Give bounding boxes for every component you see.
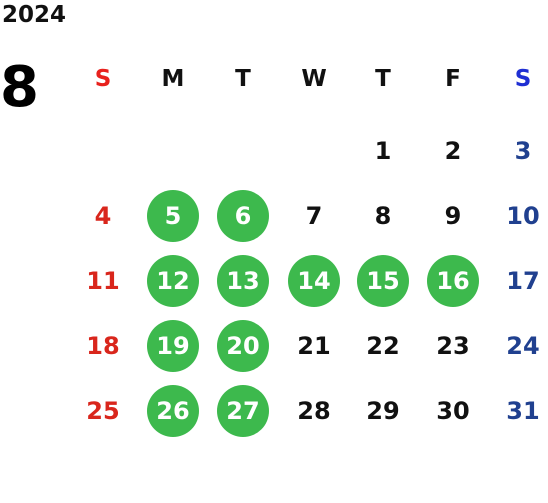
day-cell-9[interactable]: 9 (444, 202, 462, 230)
day-cell-23[interactable]: 23 (436, 332, 470, 360)
day-cell-24[interactable]: 24 (506, 332, 540, 360)
weekday-mon: M (161, 66, 185, 92)
day-cell-14[interactable]: 14 (288, 255, 340, 307)
weekday-fri: F (445, 66, 461, 92)
day-cell-12[interactable]: 12 (147, 255, 199, 307)
day-cell-8[interactable]: 8 (374, 202, 392, 230)
day-cell-26[interactable]: 26 (147, 385, 199, 437)
day-cell-1[interactable]: 1 (374, 137, 392, 165)
year-label: 2024 (2, 2, 67, 28)
day-cell-27[interactable]: 27 (217, 385, 269, 437)
day-cell-18[interactable]: 18 (86, 332, 120, 360)
day-cell-13[interactable]: 13 (217, 255, 269, 307)
day-cell-29[interactable]: 29 (366, 397, 400, 425)
day-cell-31[interactable]: 31 (506, 397, 540, 425)
weekday-thu: T (375, 66, 391, 92)
day-cell-30[interactable]: 30 (436, 397, 470, 425)
day-cell-15[interactable]: 15 (357, 255, 409, 307)
weekday-sun: S (94, 66, 112, 92)
weekday-wed: W (301, 66, 327, 92)
day-cell-28[interactable]: 28 (297, 397, 331, 425)
weekday-tue: T (235, 66, 251, 92)
day-cell-22[interactable]: 22 (366, 332, 400, 360)
day-cell-16[interactable]: 16 (427, 255, 479, 307)
day-cell-4[interactable]: 4 (94, 202, 112, 230)
day-cell-17[interactable]: 17 (506, 267, 540, 295)
day-cell-7[interactable]: 7 (305, 202, 323, 230)
month-label: 8 (0, 55, 39, 120)
day-cell-20[interactable]: 20 (217, 320, 269, 372)
day-cell-5[interactable]: 5 (147, 190, 199, 242)
weekday-sat: S (514, 66, 532, 92)
day-cell-2[interactable]: 2 (444, 137, 462, 165)
day-cell-19[interactable]: 19 (147, 320, 199, 372)
day-cell-6[interactable]: 6 (217, 190, 269, 242)
day-cell-10[interactable]: 10 (506, 202, 540, 230)
day-cell-21[interactable]: 21 (297, 332, 331, 360)
day-cell-11[interactable]: 11 (86, 267, 120, 295)
day-cell-25[interactable]: 25 (86, 397, 120, 425)
day-cell-3[interactable]: 3 (514, 137, 532, 165)
